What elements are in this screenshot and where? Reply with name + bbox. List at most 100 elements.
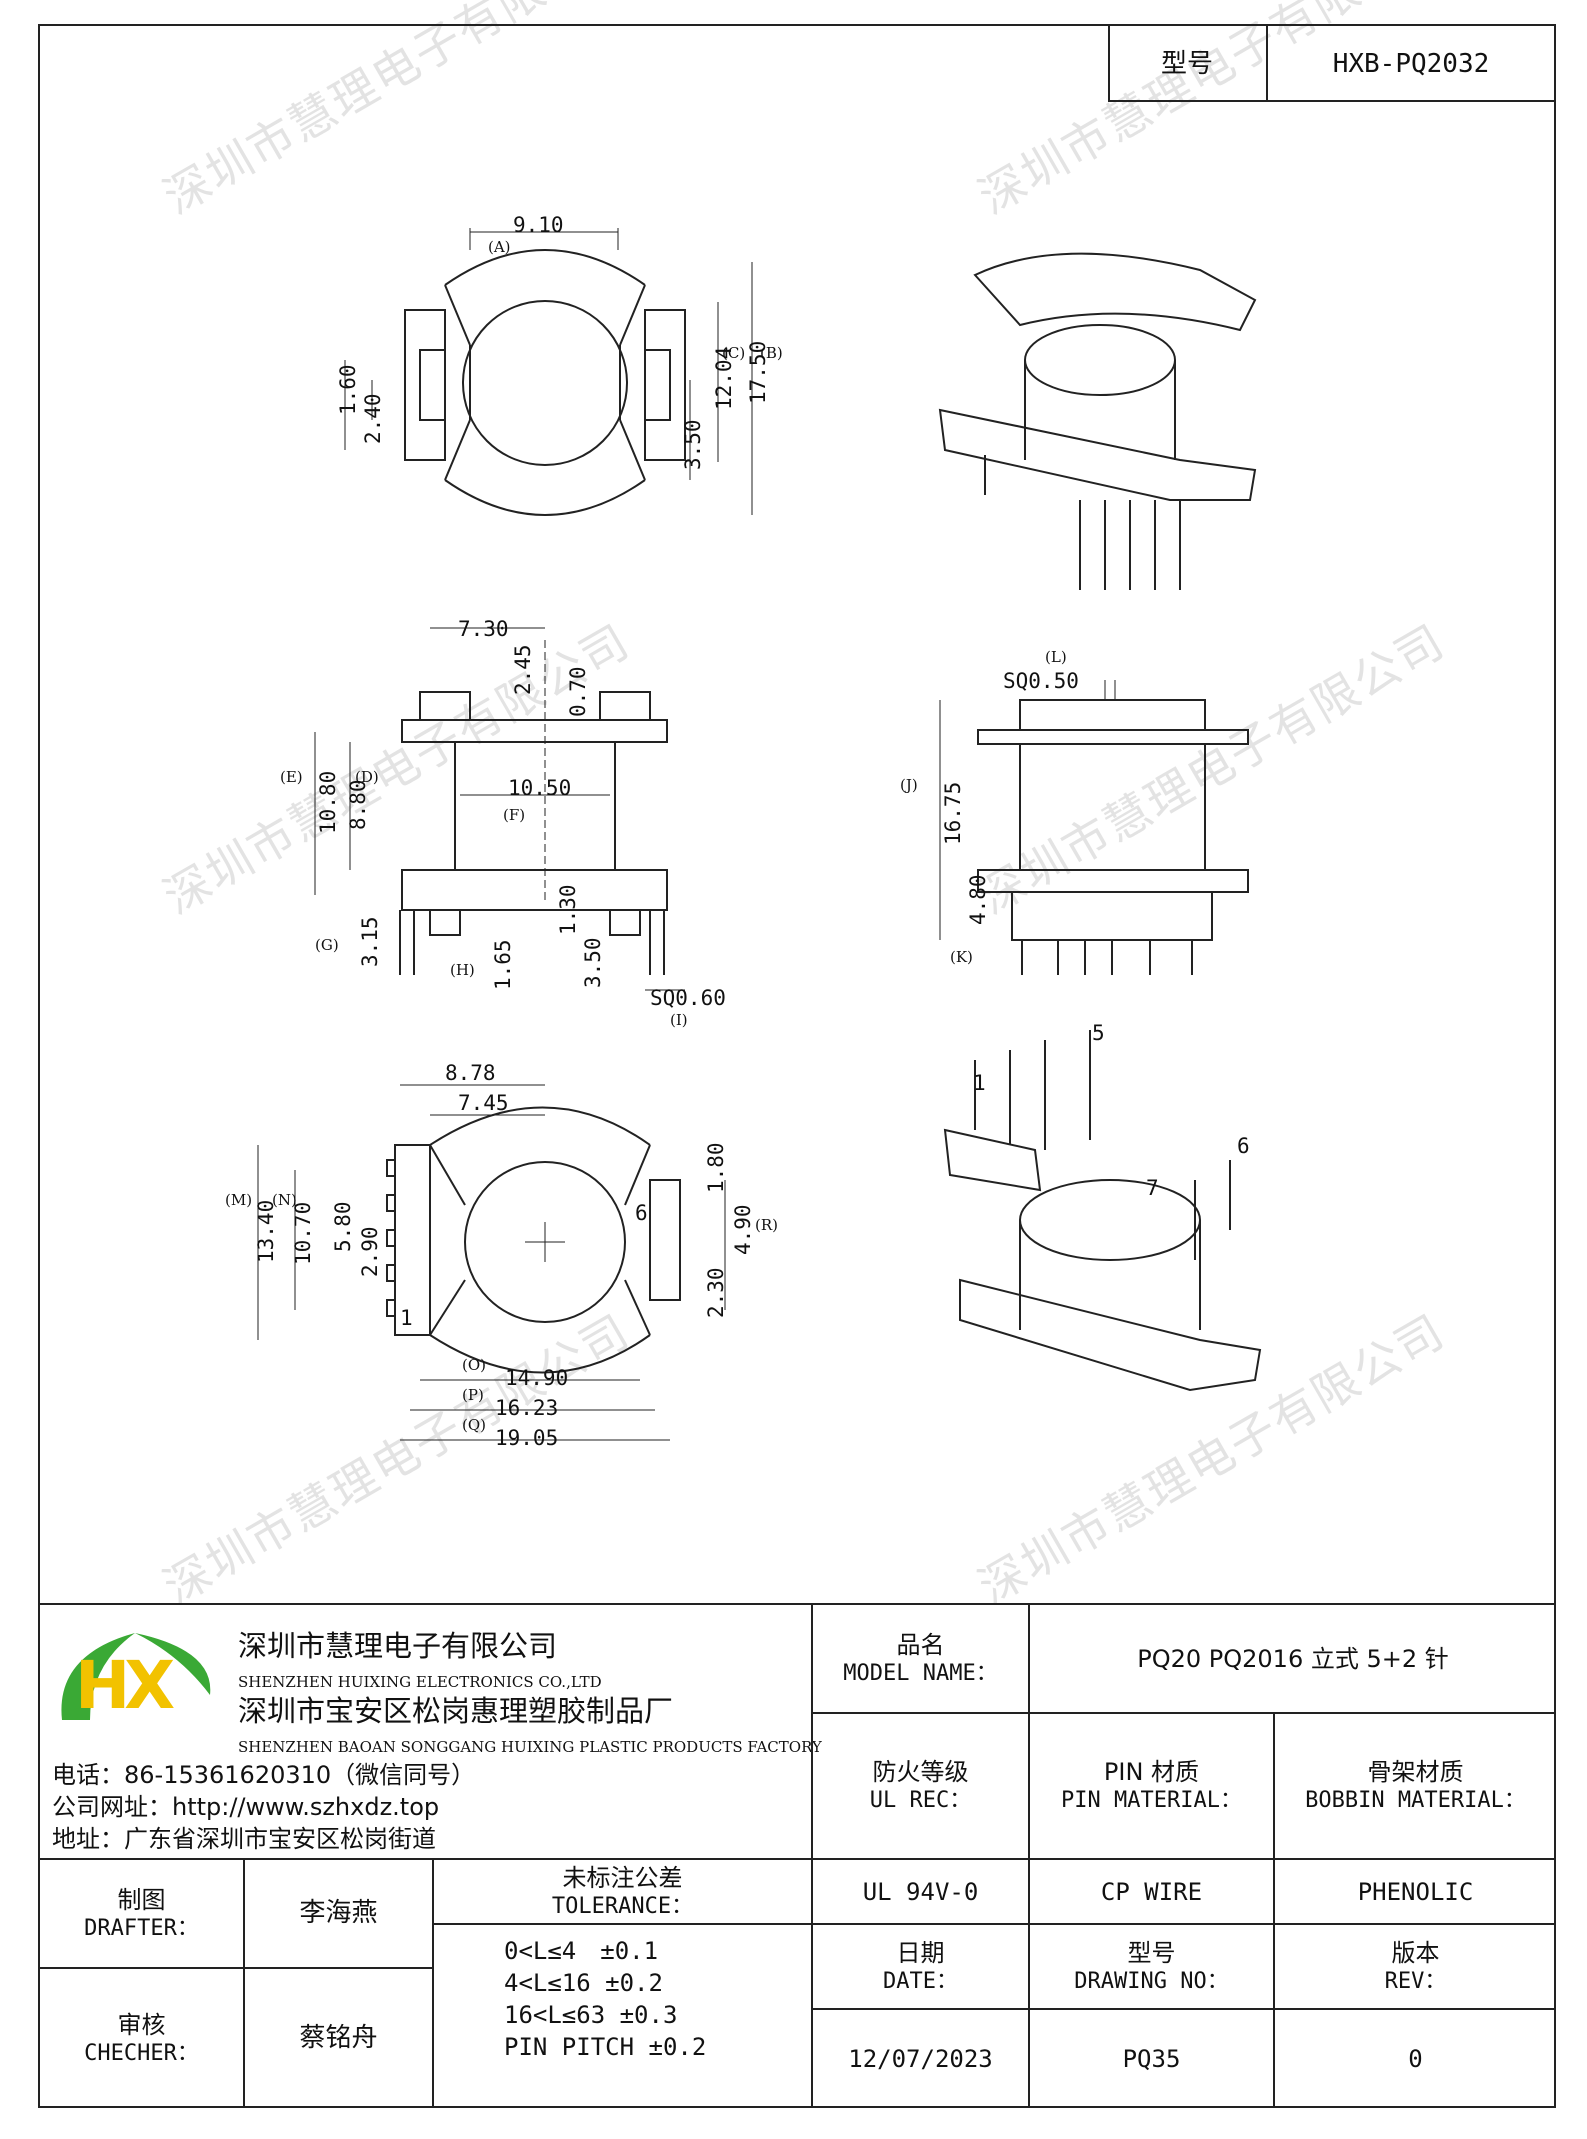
company-address: 地址：广东省深圳市宝安区松岗街道 <box>52 1825 436 1853</box>
tolerance-line: 16<L≤63 ±0.3 <box>504 2001 678 2029</box>
ul-value: UL 94V-0 <box>862 1877 979 1906</box>
divider <box>432 1923 1556 1925</box>
drawing-no-value: PQ35 <box>1122 2045 1181 2073</box>
checker-cn: 审核 <box>117 2010 166 2039</box>
drawing-no-cn: 型号 <box>1127 1938 1176 1967</box>
bottom-view <box>257 1084 726 1441</box>
dim-bottom-0: 8.78 <box>445 1061 496 1085</box>
pin-material-label: PIN 材质 PIN MATERIAL： <box>1030 1714 1273 1858</box>
dim-bottom-p: 16.23 <box>495 1396 558 1420</box>
dim-top-a: 9.10 <box>513 213 564 237</box>
drafter-label: 制图 DRAFTER： <box>40 1860 243 1967</box>
date-value: 12/07/2023 <box>848 2045 993 2073</box>
tolerance-table: 0<L≤4 ±0.1 4<L≤16 ±0.2 16<L≤63 ±0.3 PIN … <box>504 1935 706 2063</box>
dim-front-9: 3.50 <box>581 937 605 988</box>
dim-top-1: 1.60 <box>336 364 360 415</box>
model-label: 型号 <box>1108 26 1268 102</box>
dim-top-2: 2.40 <box>361 393 385 444</box>
tolerance-cn: 未标注公差 <box>562 1863 683 1892</box>
pin-number: 5 <box>1092 1021 1105 1045</box>
dim-front-d: 8.80 <box>346 779 370 830</box>
label-p: (P) <box>462 1386 484 1404</box>
label-b: (B) <box>760 344 783 362</box>
label-g: (G) <box>315 936 339 954</box>
divider <box>38 1858 1556 1860</box>
factory-name-cn: 深圳市宝安区松岗惠理塑胶制品厂 <box>238 1694 674 1728</box>
dim-front-h: 1.65 <box>491 939 515 990</box>
drafter-cn: 制图 <box>117 1885 166 1914</box>
dim-bottom-6: 1.80 <box>704 1142 728 1193</box>
label-i: (I) <box>670 1011 688 1029</box>
ul-label: 防火等级 UL REC： <box>813 1714 1028 1858</box>
dim-side-j: 16.75 <box>941 782 965 845</box>
divider <box>811 2008 1556 2010</box>
side-view <box>939 680 1249 975</box>
date-label: 日期 DATE： <box>813 1925 1028 2008</box>
label-q: (Q) <box>462 1416 486 1434</box>
label-k: (K) <box>950 948 973 966</box>
model-name-cn: 品名 <box>896 1630 945 1659</box>
dim-bottom-5: 2.90 <box>358 1226 382 1277</box>
checker-en: CHECHER： <box>84 2040 199 2066</box>
title-block <box>38 1603 1556 1605</box>
divider <box>38 1967 432 1969</box>
pin-number: 1 <box>400 1306 413 1330</box>
dim-side-l: SQ0.50 <box>1003 669 1079 693</box>
model-name-value: PQ20 PQ2016 立式 5+2 针 <box>1137 1644 1449 1673</box>
checker-name: 蔡铭舟 <box>299 2023 378 2054</box>
rev-value: 0 <box>1408 2045 1423 2073</box>
company-website[interactable]: 公司网址：http://www.szhxdz.top <box>52 1793 440 1821</box>
pin-material-cn: PIN 材质 <box>1103 1758 1200 1787</box>
ul-cn: 防火等级 <box>872 1758 969 1787</box>
pin-material-value: CP WIRE <box>1100 1877 1203 1906</box>
divider <box>811 1712 1556 1714</box>
dim-front-0: 7.30 <box>458 617 509 641</box>
tolerance-line: 4<L≤16 ±0.2 <box>504 1969 663 1997</box>
ul-en: UL REC： <box>869 1788 972 1814</box>
company-name-en: SHENZHEN HUIXING ELECTRONICS CO.,LTD <box>238 1673 602 1691</box>
pin-material-en: PIN MATERIAL： <box>1061 1788 1242 1814</box>
iso-view-top <box>938 252 1257 590</box>
logo-letters: HX <box>75 1647 175 1724</box>
drafter-name: 李海燕 <box>299 1898 378 1929</box>
pin-number: 6 <box>635 1201 648 1225</box>
company-logo: HX <box>50 1625 220 1735</box>
iso-view-bottom <box>943 1030 1262 1392</box>
bobbin-material-en: BOBBIN MATERIAL： <box>1305 1788 1526 1814</box>
company-phone: 电话：86-15361620310（微信同号） <box>52 1761 476 1789</box>
rev-label: 版本 REV： <box>1275 1925 1556 2008</box>
label-d: (D) <box>355 768 379 786</box>
dim-front-2: 0.70 <box>566 666 590 717</box>
label-c: (C) <box>722 344 745 362</box>
dim-front-1: 2.45 <box>511 644 535 695</box>
factory-name-en: SHENZHEN BAOAN SONGGANG HUIXING PLASTIC … <box>238 1738 822 1756</box>
tolerance-label: 未标注公差 TOLERANCE： <box>434 1860 811 1923</box>
dim-bottom-1: 7.45 <box>458 1091 509 1115</box>
label-f: (F) <box>503 806 525 824</box>
top-view <box>344 228 753 516</box>
tolerance-line: PIN PITCH ±0.2 <box>504 2033 707 2061</box>
label-j: (J) <box>900 776 918 794</box>
pin-number: 1 <box>973 1071 986 1095</box>
pin-number: 6 <box>1237 1134 1250 1158</box>
header-box <box>1108 26 1554 102</box>
dim-bottom-o: 14.90 <box>505 1366 568 1390</box>
dim-bottom-q: 19.05 <box>495 1426 558 1450</box>
date-cn: 日期 <box>896 1938 945 1967</box>
dim-bottom-m: 13.40 <box>254 1200 278 1263</box>
checker-label: 审核 CHECHER： <box>40 1969 243 2108</box>
front-view <box>314 627 685 991</box>
dim-front-g: 3.15 <box>358 916 382 967</box>
dim-side-k: 4.80 <box>966 874 990 925</box>
dim-bottom-4: 5.80 <box>331 1201 355 1252</box>
label-a: (A) <box>488 238 511 256</box>
divider <box>243 1858 245 2108</box>
pin-number: 7 <box>1146 1176 1159 1200</box>
label-h: (H) <box>450 961 475 979</box>
drawing-frame <box>38 24 1556 2108</box>
label-l: (L) <box>1045 648 1067 666</box>
date-en: DATE： <box>883 1968 958 1994</box>
model-name-label: 品名 MODEL NAME： <box>813 1605 1028 1712</box>
drafter-en: DRAFTER： <box>84 1915 199 1941</box>
